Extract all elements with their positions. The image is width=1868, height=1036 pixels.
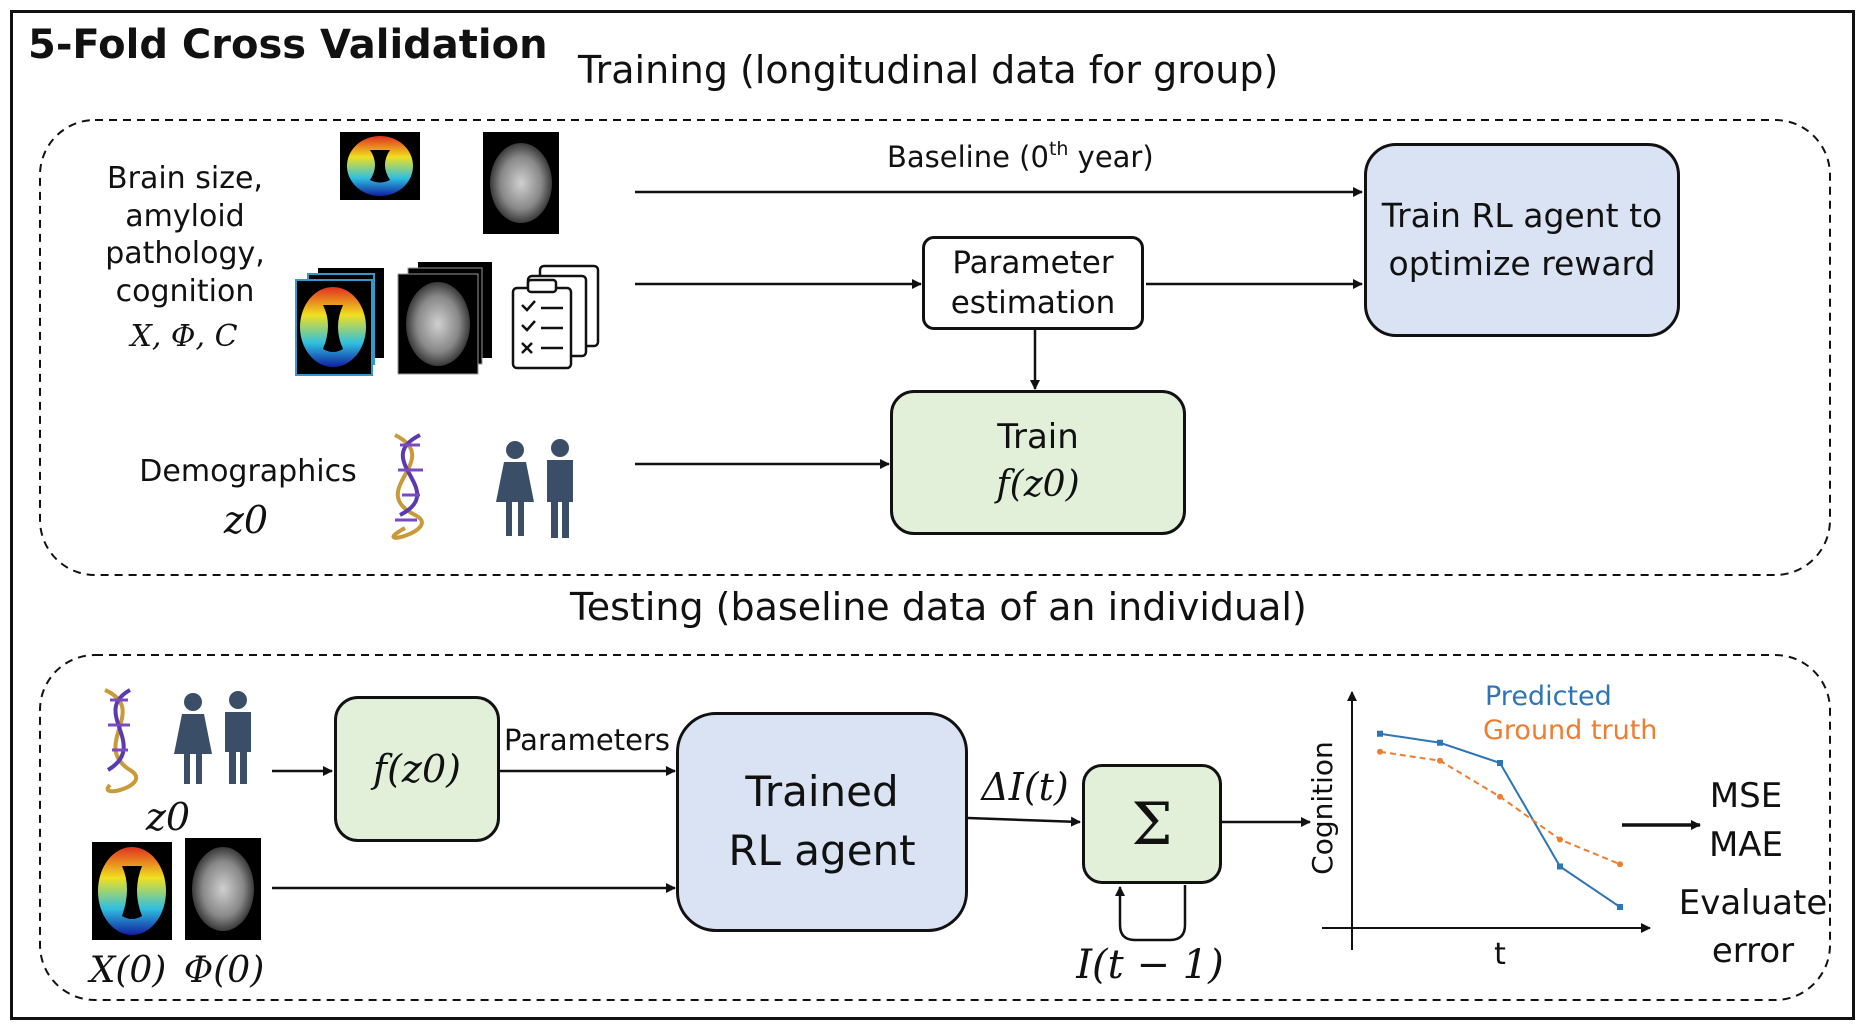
metric-mae: MAE bbox=[1709, 825, 1783, 865]
sigma-symbol: Σ bbox=[1131, 790, 1173, 858]
sum-box: Σ bbox=[1082, 764, 1222, 884]
baseline-label: Baseline (0th year) bbox=[887, 138, 1154, 174]
series-point-predicted bbox=[1437, 739, 1443, 746]
people-icon bbox=[496, 439, 573, 538]
evaluate-line-2: error bbox=[1712, 931, 1794, 971]
parameter-estimation-box: Parameter estimation bbox=[922, 236, 1144, 330]
feedback-loop-arrow bbox=[1115, 885, 1187, 942]
dna-icon bbox=[391, 433, 424, 540]
rl-box-line-1: Train RL agent to bbox=[1381, 196, 1663, 236]
series-point-predicted bbox=[1557, 863, 1563, 870]
series-line-ground-truth bbox=[1379, 750, 1621, 866]
trained-box-line-2: RL agent bbox=[728, 826, 916, 875]
pet-scan-icon bbox=[340, 132, 420, 200]
z0-math-testing: z0 bbox=[145, 795, 190, 839]
train-box-math: f(z0) bbox=[996, 464, 1080, 506]
legend-predicted: Predicted bbox=[1485, 681, 1612, 712]
chart-xlabel: t bbox=[1494, 937, 1506, 972]
outer-frame bbox=[10, 10, 1855, 1020]
rl-box-line-2: optimize reward bbox=[1388, 244, 1656, 283]
series-point-ground-truth bbox=[1617, 861, 1623, 868]
param-box-line-2: estimation bbox=[950, 285, 1116, 321]
series-point-ground-truth bbox=[1497, 793, 1503, 800]
mri-scan-icon-testing bbox=[185, 838, 261, 940]
inputs-label-line-1: Brain size, bbox=[107, 161, 263, 196]
delta-arrow bbox=[967, 816, 1081, 827]
demographics-math: z0 bbox=[223, 498, 268, 542]
pet-scan-icon-testing bbox=[92, 842, 172, 940]
metric-mse: MSE bbox=[1710, 776, 1782, 816]
series-point-ground-truth bbox=[1437, 757, 1443, 764]
train-rl-agent-box: Train RL agent to optimize reward bbox=[1364, 143, 1680, 337]
evaluate-line-1: Evaluate bbox=[1679, 883, 1828, 923]
series-point-predicted bbox=[1377, 730, 1383, 737]
people-icon-testing bbox=[174, 691, 251, 784]
dna-icon-testing bbox=[104, 688, 139, 794]
legend-ground-truth: Ground truth bbox=[1483, 715, 1657, 746]
series-line-predicted bbox=[1379, 732, 1621, 908]
inputs-math: X, Φ, C bbox=[128, 319, 237, 354]
training-title: Training (longitudinal data for group) bbox=[578, 48, 1279, 92]
training-panel bbox=[39, 119, 1831, 576]
inputs-label-line-4: cognition bbox=[115, 273, 255, 309]
testing-panel bbox=[39, 654, 1831, 1001]
train-box-label: Train bbox=[997, 417, 1079, 458]
series-point-ground-truth bbox=[1377, 748, 1383, 755]
x0-math: X(0) bbox=[87, 950, 167, 991]
chart-series-layer bbox=[1377, 730, 1623, 910]
clipboard-icon bbox=[511, 264, 600, 370]
phi0-math: Φ(0) bbox=[184, 950, 265, 991]
series-point-predicted bbox=[1497, 760, 1503, 766]
series-point-predicted bbox=[1617, 904, 1623, 910]
train-f-box: Train f(z0) bbox=[890, 390, 1186, 535]
chart-ylabel: Cognition bbox=[1306, 741, 1339, 875]
cognition-chart: Cognition t Predicted Ground truth bbox=[1306, 681, 1657, 972]
inputs-label-line-2: amyloid bbox=[125, 198, 245, 234]
feedback-label: I(t − 1) bbox=[1075, 942, 1223, 988]
trained-rl-agent-box: Trained RL agent bbox=[676, 712, 968, 932]
demographics-label: Demographics bbox=[139, 454, 356, 489]
f-z0-box: f(z0) bbox=[334, 696, 500, 842]
trained-box-line-1: Trained bbox=[745, 767, 899, 817]
pet-stack-icon bbox=[295, 268, 384, 376]
mri-stack-icon bbox=[397, 262, 492, 375]
testing-title: Testing (baseline data of an individual) bbox=[570, 585, 1307, 629]
inputs-label: Brain size, amyloid pathology, cognition bbox=[95, 160, 275, 310]
series-point-ground-truth bbox=[1557, 836, 1563, 843]
param-box-line-1: Parameter bbox=[952, 244, 1114, 281]
f-box-math: f(z0) bbox=[373, 747, 461, 791]
parameters-label: Parameters bbox=[504, 723, 670, 757]
delta-label: ΔI(t) bbox=[979, 765, 1068, 809]
mri-scan-icon bbox=[483, 132, 559, 234]
inputs-label-line-3: pathology, bbox=[105, 236, 265, 271]
main-title: 5-Fold Cross Validation bbox=[28, 22, 548, 68]
